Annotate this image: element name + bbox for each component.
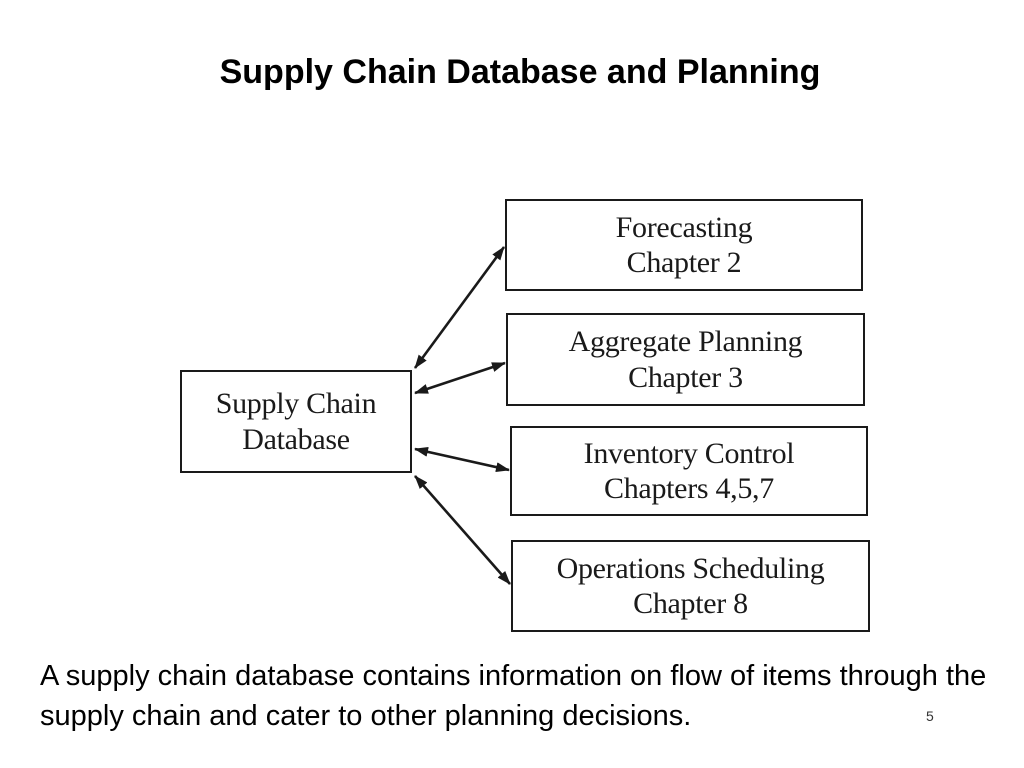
node-label-line1: Operations Scheduling	[556, 551, 825, 585]
node-label-line1: Supply Chain	[215, 387, 377, 421]
node-label-line2: Chapter 2	[626, 246, 742, 279]
node-label-line2: Database	[242, 422, 350, 456]
arrow-db-aggregate-planning	[414, 361, 506, 395]
node-operations-scheduling: Operations Scheduling Chapter 8	[511, 540, 870, 632]
arrow-db-operations-scheduling	[414, 475, 511, 585]
node-label-line2: Chapter 8	[633, 587, 748, 620]
page-number: 5	[926, 708, 934, 724]
node-label-line1: Forecasting	[615, 210, 753, 244]
node-label-line1: Inventory Control	[583, 436, 795, 470]
node-supply-chain-database: Supply Chain Database	[180, 370, 412, 473]
node-label-line2: Chapter 3	[628, 360, 743, 394]
node-label-line1: Aggregate Planning	[568, 325, 803, 359]
node-forecasting: Forecasting Chapter 2	[505, 199, 863, 291]
node-inventory-control: Inventory Control Chapters 4,5,7	[510, 426, 868, 516]
arrow-db-inventory-control	[414, 446, 510, 473]
slide-caption: A supply chain database contains informa…	[40, 660, 987, 732]
slide-title: Supply Chain Database and Planning	[219, 53, 821, 91]
arrow-db-forecasting	[413, 246, 506, 369]
node-label-line2: Chapters 4,5,7	[604, 472, 774, 505]
node-aggregate-planning: Aggregate Planning Chapter 3	[506, 313, 865, 406]
